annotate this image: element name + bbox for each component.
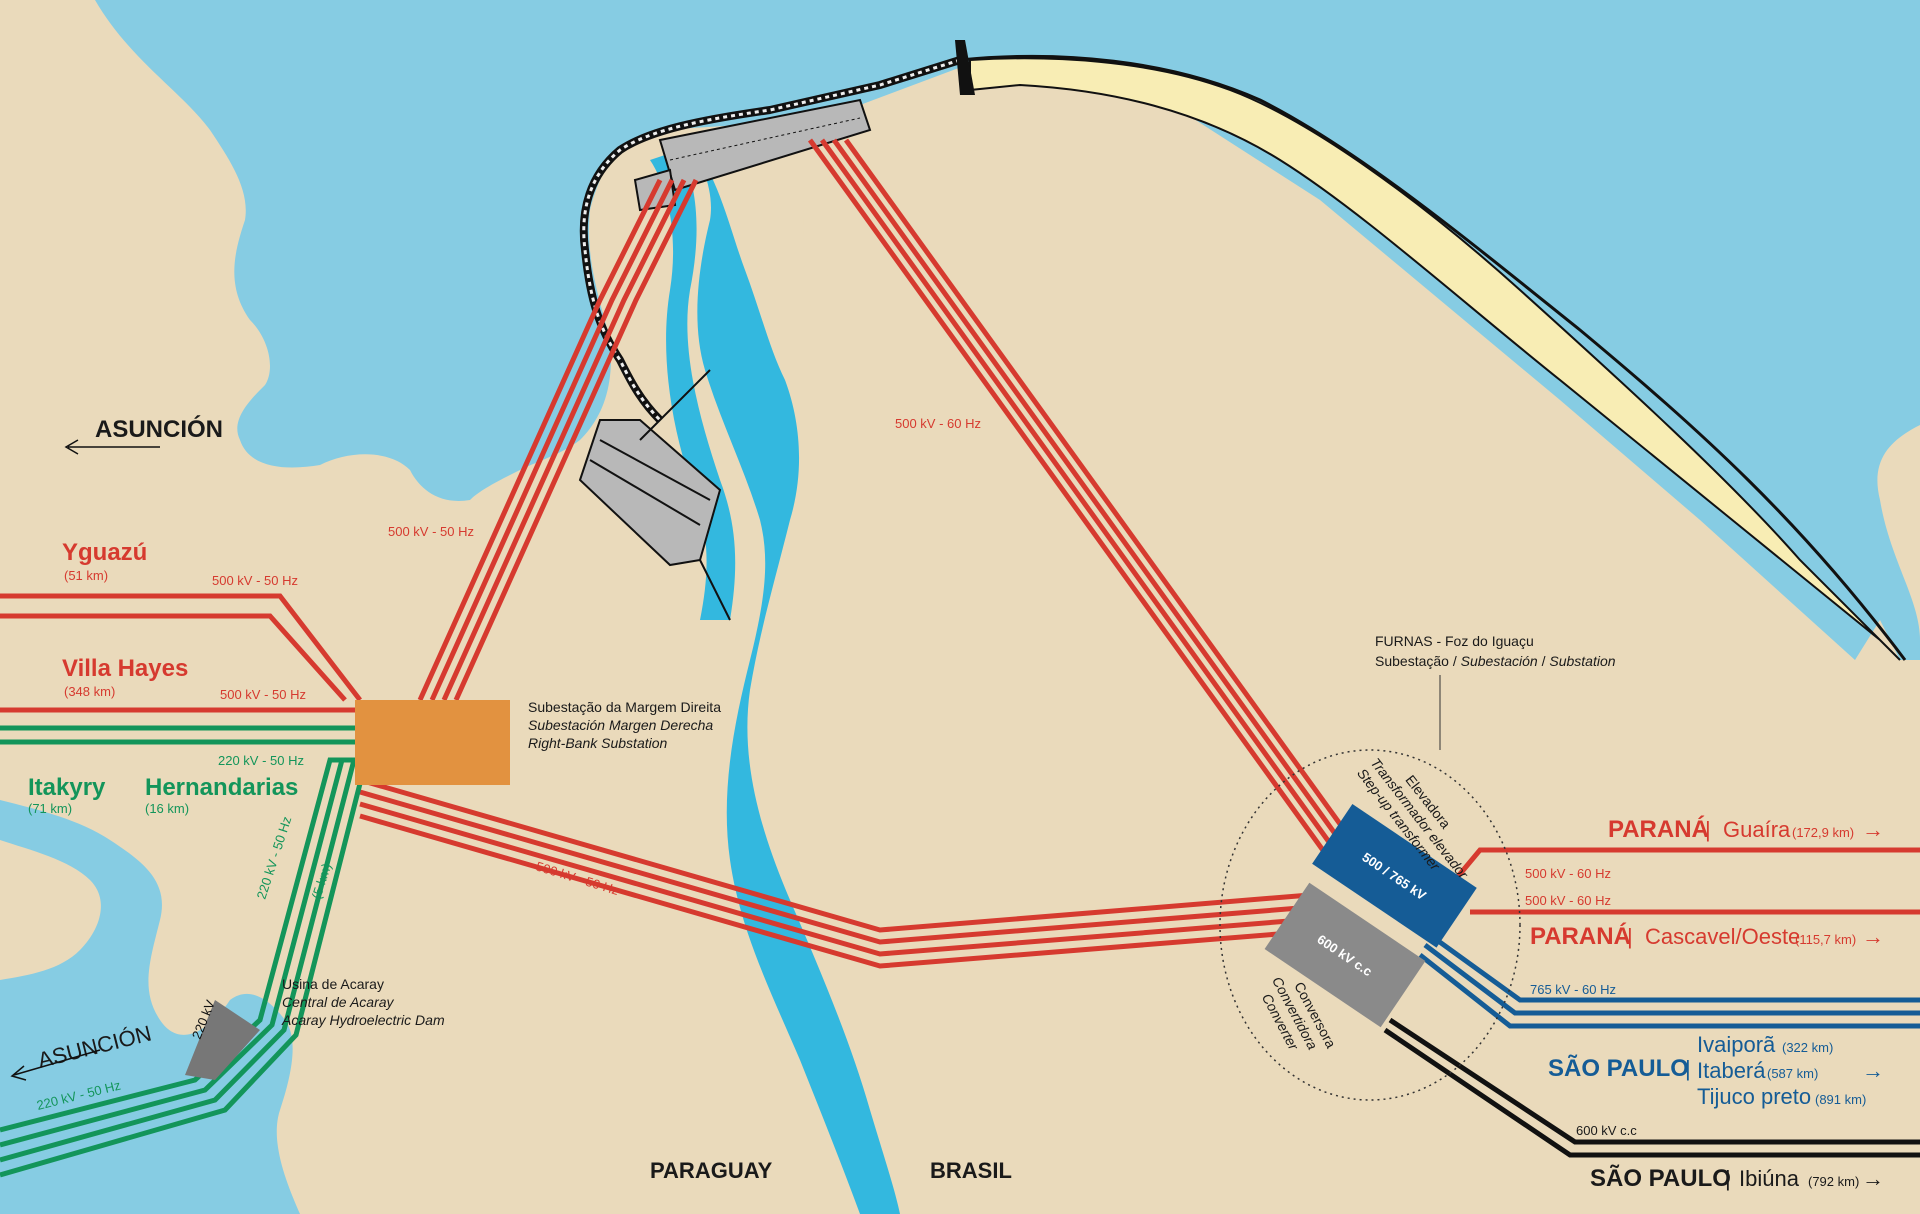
sp-ac-arrow-icon: → bbox=[1862, 1058, 1884, 1083]
paraguay-label: PARAGUAY bbox=[650, 1158, 773, 1183]
acaray-dam bbox=[185, 1000, 260, 1080]
sp-dc-city: Ibiúna bbox=[1739, 1166, 1800, 1191]
line-yguazu bbox=[0, 593, 362, 702]
arrow-left-icon bbox=[64, 439, 160, 455]
itakyry-distance: (71 km) bbox=[28, 801, 72, 816]
right-bank-substation[interactable] bbox=[355, 700, 510, 785]
sp-dc-voltage: 600 kV c.c bbox=[1576, 1123, 1637, 1138]
river-island bbox=[803, 165, 828, 340]
itaipu-dam bbox=[579, 40, 975, 423]
line-sao-paulo-ac bbox=[1418, 932, 1920, 1029]
itaipu-reservoir bbox=[95, 0, 1920, 660]
asuncion-top-label: ASUNCIÓN bbox=[95, 415, 223, 443]
sp-dc-arrow-icon: → bbox=[1862, 1166, 1884, 1191]
yguazu-distance: (51 km) bbox=[64, 568, 108, 583]
spillway-structure bbox=[578, 369, 731, 621]
line-sao-paulo-dc bbox=[1383, 1017, 1920, 1158]
acaray-pt: Usina de Acaray bbox=[282, 976, 384, 992]
sp-ac-voltage: 765 kV - 60 Hz bbox=[1530, 982, 1616, 997]
cascavel-arrow-icon: → bbox=[1862, 924, 1884, 949]
right-bank-es: Subestación Margen Derecha bbox=[528, 717, 713, 733]
sand-strip bbox=[969, 57, 1901, 661]
arrow-left-icon bbox=[10, 1049, 101, 1081]
sp-ac-dist-2: (891 km) bbox=[1815, 1092, 1866, 1107]
right-bank-en: Right-Bank Substation bbox=[528, 735, 668, 751]
line-dam-to-furnas bbox=[807, 138, 1369, 862]
guaira-distance: (172,9 km) bbox=[1792, 825, 1854, 840]
voltage-dam-right-bank: 500 kV - 50 Hz bbox=[388, 524, 474, 539]
guaira-state: PARANÁ bbox=[1608, 815, 1709, 843]
cascavel-city: Cascavel/Oeste bbox=[1645, 924, 1800, 949]
parana-river bbox=[690, 140, 900, 1214]
transformer-box[interactable]: 500 / 765 kV bbox=[1312, 804, 1477, 948]
guaira-sep: | bbox=[1705, 817, 1711, 842]
furnas-subtitle: Subestação / Subestación / Substation bbox=[1375, 653, 1616, 669]
sp-dc-distance: (792 km) bbox=[1808, 1174, 1859, 1189]
line-dam-to-right-bank bbox=[417, 178, 699, 702]
acaray-es: Central de Acaray bbox=[282, 994, 395, 1010]
brasil-label: BRASIL bbox=[930, 1158, 1012, 1183]
right-bank-pt: Subestação da Margem Direita bbox=[528, 699, 721, 715]
sp-dc-sep: | bbox=[1725, 1166, 1731, 1191]
hernandarias-distance: (16 km) bbox=[145, 801, 189, 816]
sp-ac-city-1: Itaberá bbox=[1697, 1058, 1766, 1083]
sp-ac-city-2: Tijuco preto bbox=[1697, 1084, 1811, 1109]
yguazu-title: Yguazú bbox=[62, 539, 147, 566]
furnas-boundary bbox=[1219, 749, 1521, 1101]
cascavel-sep: | bbox=[1627, 924, 1633, 949]
cascavel-voltage: 500 kV - 60 Hz bbox=[1525, 893, 1611, 908]
voltage-dam-furnas: 500 kV - 60 Hz bbox=[895, 416, 981, 431]
acaray-lake-inner bbox=[0, 840, 101, 980]
itakyry-title: Itakyry bbox=[28, 774, 106, 801]
sp-ac-city-0: Ivaiporã bbox=[1697, 1032, 1776, 1057]
acaray-en: Acaray Hydroelectric Dam bbox=[281, 1012, 445, 1028]
villa-hayes-voltage: 500 kV - 50 Hz bbox=[220, 687, 306, 702]
line-right-bank-to-furnas bbox=[359, 777, 1317, 969]
hernandarias-title: Hernandarias bbox=[145, 774, 298, 801]
cascavel-state: PARANÁ bbox=[1530, 922, 1631, 950]
sp-ac-dist-0: (322 km) bbox=[1782, 1040, 1833, 1055]
coast-line bbox=[959, 54, 1907, 661]
sp-ac-state: SÃO PAULO bbox=[1548, 1054, 1689, 1082]
yguazu-voltage: 500 kV - 50 Hz bbox=[212, 573, 298, 588]
guaira-city: Guaíra bbox=[1723, 817, 1791, 842]
villa-hayes-distance: (348 km) bbox=[64, 684, 115, 699]
villa-hayes-title: Villa Hayes bbox=[62, 655, 188, 682]
sp-dc-state: SÃO PAULO bbox=[1590, 1164, 1731, 1192]
converter-box[interactable]: 600 kV c.c bbox=[1264, 882, 1426, 1028]
cascavel-distance: (115,7 km) bbox=[1795, 932, 1856, 947]
furnas-title: FURNAS - Foz do Iguaçu bbox=[1375, 633, 1534, 649]
sp-ac-sep: | bbox=[1685, 1056, 1691, 1081]
sp-ac-dist-1: (587 km) bbox=[1767, 1066, 1818, 1081]
guaira-arrow-icon: → bbox=[1862, 817, 1884, 842]
green-220-label-a: 220 kV - 50 Hz bbox=[218, 753, 304, 768]
guaira-voltage: 500 kV - 60 Hz bbox=[1525, 866, 1611, 881]
line-guaira bbox=[1453, 847, 1920, 915]
